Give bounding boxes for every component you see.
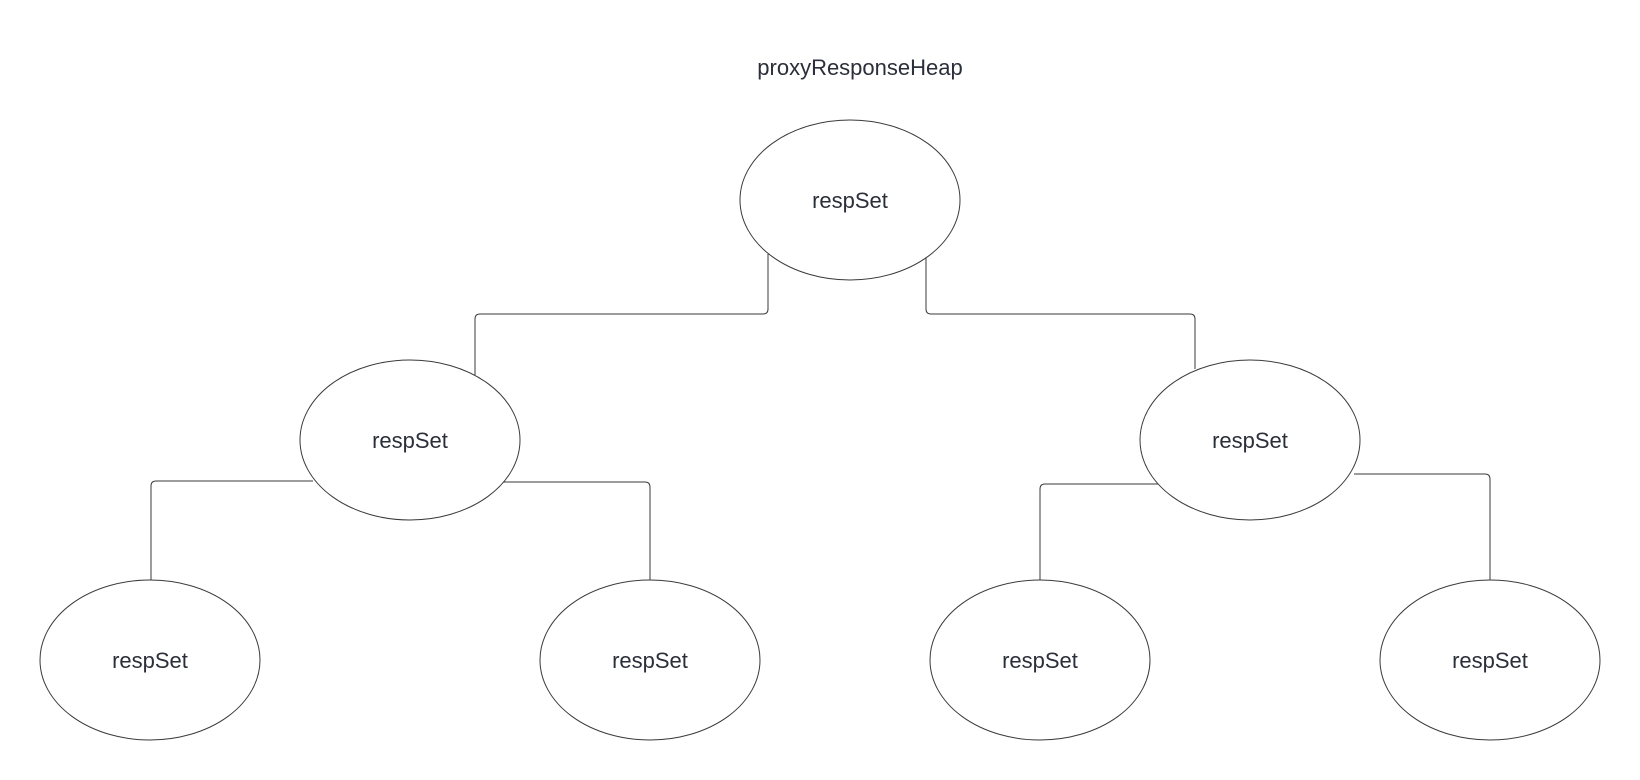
node-ellipse [929,579,1151,741]
edge-right-rightright [1354,473,1491,580]
tree-node-root: respSet [739,119,961,281]
node-ellipse [1139,359,1361,521]
diagram-title: proxyResponseHeap [757,55,962,80]
edge-left-leftright [502,481,651,580]
node-ellipse [539,579,761,741]
edge-right-rightleft [1039,483,1159,580]
tree-node-left-right: respSet [539,579,761,741]
node-label: respSet [112,648,188,673]
tree-node-right: respSet [1139,359,1361,521]
node-label: respSet [372,428,448,453]
node-label: respSet [812,188,888,213]
edge-root-right [925,258,1196,369]
node-label: respSet [1452,648,1528,673]
node-ellipse [39,579,261,741]
node-ellipse [299,359,521,521]
tree-node-left-left: respSet [39,579,261,741]
node-ellipse [739,119,961,281]
tree-node-right-right: respSet [1379,579,1601,741]
node-label: respSet [1212,428,1288,453]
node-label: respSet [1002,648,1078,673]
tree-node-left: respSet [299,359,521,521]
tree-node-right-left: respSet [929,579,1151,741]
edges [150,254,1491,580]
node-ellipse [1379,579,1601,741]
edge-left-leftleft [150,480,313,580]
edge-root-left [474,254,769,375]
node-label: respSet [612,648,688,673]
